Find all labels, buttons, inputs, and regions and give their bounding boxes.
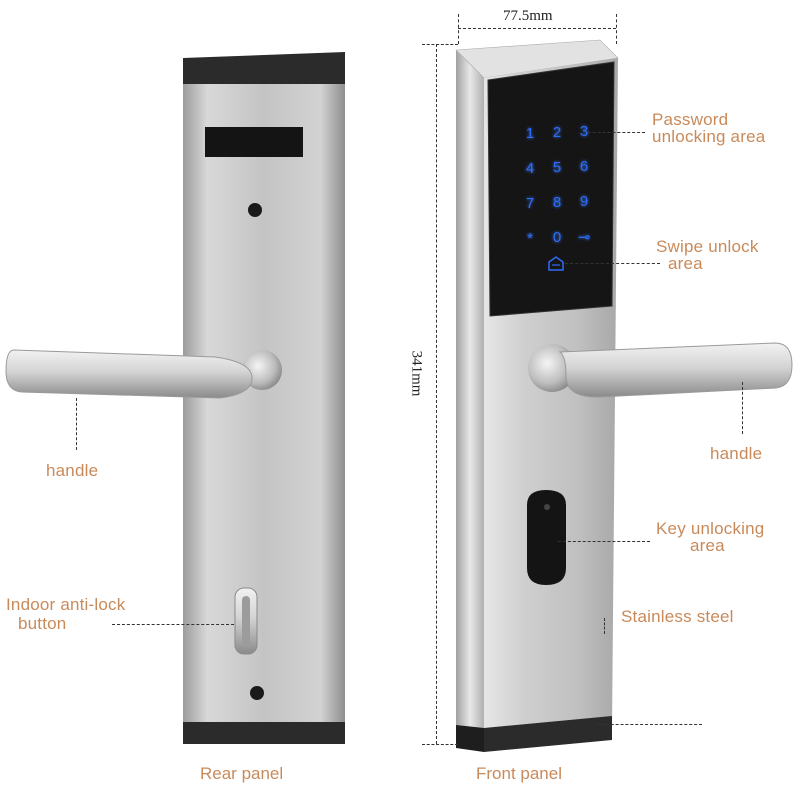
keypad-key: 0 xyxy=(552,229,562,246)
password-label-line1: Password xyxy=(652,110,729,129)
front-handle xyxy=(558,342,793,398)
rear-handle xyxy=(5,349,253,399)
front-panel xyxy=(455,39,793,752)
width-tick-right xyxy=(616,14,617,44)
swipe-label-line1: Swipe unlock xyxy=(656,237,759,256)
keypad-key: 2 xyxy=(552,124,562,141)
height-tick-top xyxy=(422,44,458,45)
screw-hole-top xyxy=(248,203,262,217)
width-dimension-line xyxy=(458,28,616,29)
key-label-line1: Key unlocking xyxy=(656,519,765,538)
touch-keypad xyxy=(487,61,615,317)
keypad-key: 9 xyxy=(579,193,589,210)
handle-label-right: handle xyxy=(710,444,763,463)
rear-plate xyxy=(183,84,345,730)
keypad-key: 1 xyxy=(525,125,535,142)
handle-label-left: handle xyxy=(46,461,99,480)
keypad-key: 5 xyxy=(552,159,562,176)
swipe-label-line2: area xyxy=(668,254,703,273)
rear-display-window xyxy=(205,127,303,157)
keypad-key: 6 xyxy=(579,158,589,175)
indoor-anti-lock-label: Indoor anti-lock button xyxy=(6,595,125,633)
swipe-area-label: Swipe unlock area xyxy=(656,237,759,273)
screw-hole-bottom xyxy=(250,686,264,700)
key-label-line2: area xyxy=(690,536,725,555)
front-bottom-cap xyxy=(484,716,612,752)
key-cylinder xyxy=(527,490,566,585)
keypad-key: 4 xyxy=(525,160,535,177)
keypad-key: 8 xyxy=(552,194,562,211)
height-dimension: 341mm xyxy=(408,350,425,397)
key-area-label: Key unlocking area xyxy=(656,519,764,555)
keypad-key: 7 xyxy=(525,195,535,212)
rear-top-cap xyxy=(183,52,345,86)
height-dimension-line xyxy=(436,44,437,744)
stainless-steel-label: Stainless steel xyxy=(621,607,734,626)
keypad-key: 3 xyxy=(579,123,589,140)
password-area-label: Password unlocking area xyxy=(652,110,765,146)
rear-panel-caption: Rear panel xyxy=(200,764,284,783)
front-panel-caption: Front panel xyxy=(476,764,562,783)
password-label-line2: unlocking area xyxy=(652,127,766,146)
indoor-label-line2: button xyxy=(18,614,67,633)
card-reader-icon xyxy=(548,256,564,271)
rear-bottom-cap xyxy=(183,722,345,744)
keypad-key: ⊸ xyxy=(577,229,591,246)
height-tick-bottom xyxy=(422,744,458,745)
keypad-key: * xyxy=(527,230,533,247)
width-tick-left xyxy=(458,14,459,44)
front-side-face xyxy=(456,50,484,738)
width-dimension: 77.5mm xyxy=(503,8,553,24)
indoor-label-line1: Indoor anti-lock xyxy=(6,595,126,614)
rear-panel xyxy=(5,52,345,744)
